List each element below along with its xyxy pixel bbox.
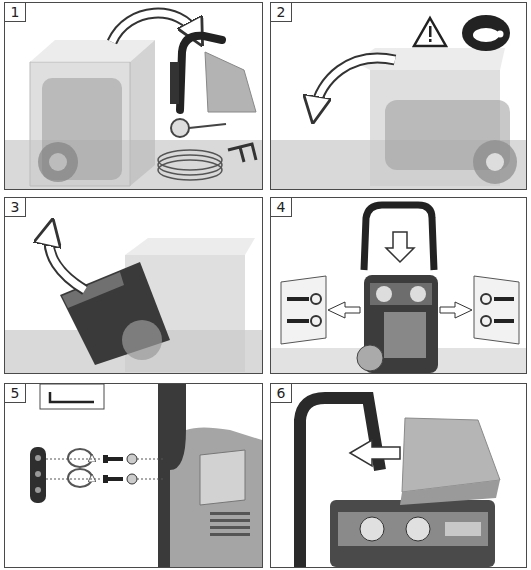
vent xyxy=(210,512,250,515)
handle xyxy=(364,205,434,270)
carton xyxy=(30,62,130,186)
curved-arrow xyxy=(49,232,85,290)
compressor xyxy=(42,78,122,180)
compressor xyxy=(385,100,510,170)
guide-line xyxy=(46,459,165,479)
warning-mark xyxy=(429,26,432,37)
turtle-head xyxy=(497,31,504,38)
hood-scene xyxy=(300,398,500,567)
rotate-arrow xyxy=(68,469,92,478)
tool-box xyxy=(40,384,104,409)
wheel xyxy=(122,320,162,360)
gauge xyxy=(406,517,430,541)
bracket-hole xyxy=(35,487,41,493)
screw-head xyxy=(103,475,108,483)
step-number: 4 xyxy=(270,197,292,217)
screw-head xyxy=(103,455,108,463)
step-number: 6 xyxy=(270,383,292,403)
step-panel: 2 xyxy=(270,2,527,190)
hood-edge xyxy=(400,480,500,505)
step-panel: 5 xyxy=(4,383,263,568)
control-panel xyxy=(370,283,432,305)
step-panel: 4 xyxy=(270,197,527,374)
bracket xyxy=(30,447,46,503)
rating-label xyxy=(200,450,245,505)
carton-top xyxy=(125,238,255,255)
tilt-scene xyxy=(271,15,526,189)
remove-scene xyxy=(5,232,262,373)
housing-side xyxy=(170,428,262,568)
blow-gun xyxy=(228,144,256,162)
vent xyxy=(210,533,250,536)
step-panel: 6 xyxy=(270,383,527,568)
screw xyxy=(494,297,514,301)
turtle-shell xyxy=(473,28,499,42)
vent xyxy=(210,526,250,529)
hood xyxy=(205,52,256,112)
right-arrow xyxy=(328,302,360,318)
washer xyxy=(311,316,321,326)
warning-sign xyxy=(414,18,446,46)
wheel-hub xyxy=(49,153,67,171)
allen-key xyxy=(50,392,94,402)
hose-coil xyxy=(158,160,222,180)
screw xyxy=(287,297,309,301)
washer xyxy=(481,316,491,326)
gauge xyxy=(360,517,384,541)
side-panel xyxy=(384,312,426,358)
screw xyxy=(494,319,514,323)
warning-mark xyxy=(429,39,432,42)
washer xyxy=(127,474,137,484)
compressor xyxy=(60,262,170,365)
vent-slots xyxy=(210,512,250,536)
wheel xyxy=(473,140,517,184)
screw-card xyxy=(281,276,326,344)
screw-card xyxy=(474,276,519,344)
curved-arrow xyxy=(112,13,196,42)
compressor xyxy=(330,500,495,567)
wheel xyxy=(38,142,78,182)
washer xyxy=(481,294,491,304)
curved-arrow xyxy=(315,58,395,110)
arrow-outline xyxy=(112,13,196,42)
screw-scene xyxy=(30,384,262,567)
step-number: 1 xyxy=(4,2,26,22)
wheel-hub xyxy=(486,153,504,171)
hood xyxy=(402,418,500,492)
step-panel: 1 xyxy=(4,2,263,190)
handle-grip xyxy=(170,62,179,104)
handle-scene xyxy=(271,205,526,373)
step-number: 5 xyxy=(4,383,26,403)
rotate-arrow xyxy=(68,449,92,458)
vent xyxy=(210,519,250,522)
slow-sign xyxy=(462,15,510,51)
arrow-outline xyxy=(315,58,395,110)
down-arrow xyxy=(386,232,414,262)
step-number: 3 xyxy=(4,197,26,217)
bracket-hole xyxy=(35,455,41,461)
washer xyxy=(127,454,137,464)
wheel xyxy=(357,345,383,371)
gauge-hose xyxy=(189,124,226,128)
carton-side xyxy=(130,40,155,186)
arrow-outline xyxy=(49,232,85,290)
gauge xyxy=(376,286,392,302)
unpack-scene xyxy=(5,13,262,189)
washer xyxy=(311,294,321,304)
brand-plate xyxy=(445,522,481,536)
screw xyxy=(287,319,309,323)
bracket-hole xyxy=(35,471,41,477)
left-arrow xyxy=(440,302,472,318)
control-panel xyxy=(338,512,488,546)
tyre-gauge xyxy=(171,119,189,137)
left-arrow xyxy=(350,440,400,466)
step-number: 2 xyxy=(270,2,292,22)
gauge xyxy=(410,286,426,302)
step-panel: 3 xyxy=(4,197,263,374)
hose-coil xyxy=(158,155,222,175)
